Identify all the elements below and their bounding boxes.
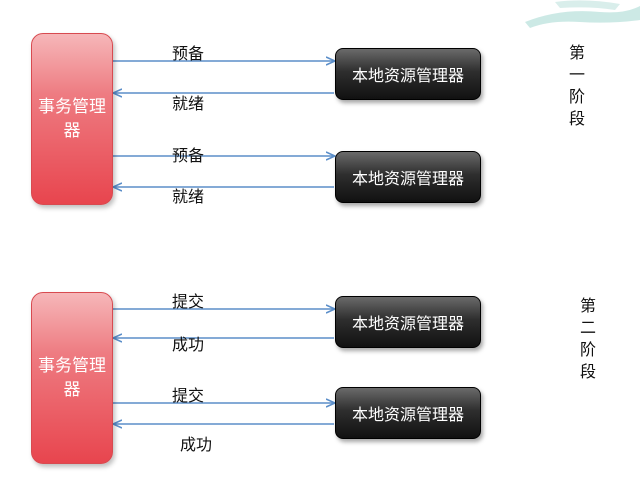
label-prepare-2: 预备 bbox=[172, 146, 205, 165]
resource-manager-label: 本地资源管理器 bbox=[351, 169, 464, 188]
label-ready-1: 就绪 bbox=[172, 94, 205, 113]
transaction-manager-label: 事务管理器 bbox=[38, 356, 106, 400]
label-commit-2: 提交 bbox=[172, 386, 205, 405]
resource-manager-phase2-2: 本地资源管理器 bbox=[335, 387, 481, 439]
resource-manager-label: 本地资源管理器 bbox=[351, 405, 464, 424]
transaction-manager-label: 事务管理器 bbox=[38, 97, 106, 141]
phase-label-2: 第 二 阶 段 bbox=[579, 296, 596, 381]
label-success-2: 成功 bbox=[180, 435, 213, 454]
phase-label-1: 第 一 阶 段 bbox=[568, 43, 585, 128]
resource-manager-label: 本地资源管理器 bbox=[351, 314, 464, 333]
transaction-manager-phase1: 事务管理器 bbox=[31, 33, 113, 205]
resource-manager-label: 本地资源管理器 bbox=[351, 66, 464, 85]
label-prepare-1: 预备 bbox=[172, 44, 205, 63]
transaction-manager-phase2: 事务管理器 bbox=[31, 292, 113, 464]
label-commit-1: 提交 bbox=[172, 292, 205, 311]
resource-manager-phase2-1: 本地资源管理器 bbox=[335, 296, 481, 348]
label-success-1: 成功 bbox=[172, 335, 205, 354]
resource-manager-phase1-1: 本地资源管理器 bbox=[335, 48, 481, 100]
resource-manager-phase1-2: 本地资源管理器 bbox=[335, 151, 481, 203]
label-ready-2: 就绪 bbox=[172, 187, 205, 206]
